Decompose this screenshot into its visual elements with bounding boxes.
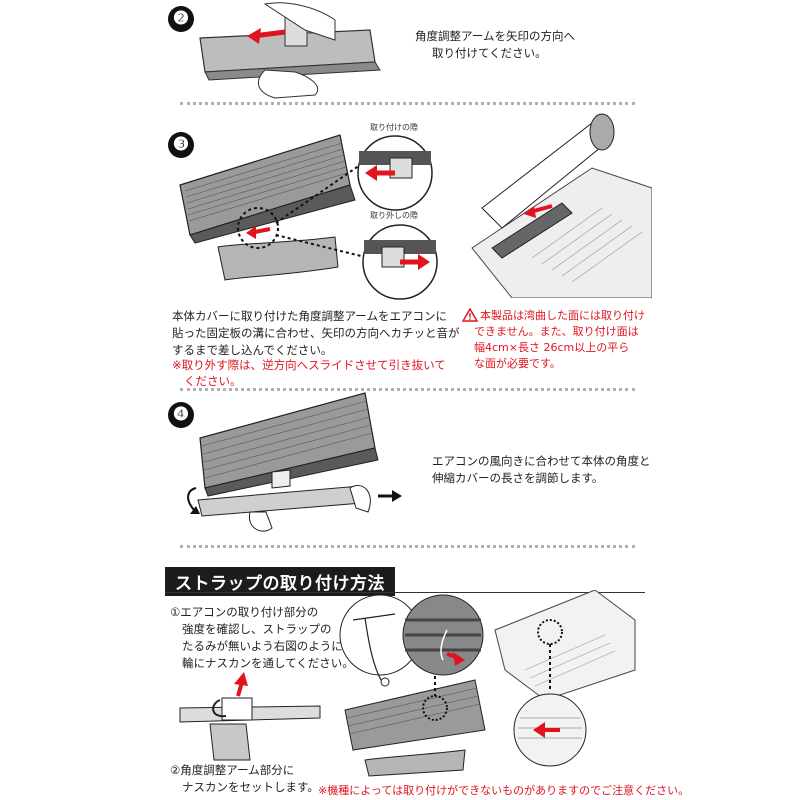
step-3-line-3: するまで差し込んでください。 (172, 343, 333, 357)
strap-section-title: ストラップの取り付け方法 (165, 567, 395, 596)
warning-line-1: 本製品は湾曲した面には取り付け (480, 309, 645, 322)
step-2-line-2: 取り付けてください。 (432, 46, 547, 60)
strap-step-2-line-1: ②角度調整アーム部分に (170, 763, 295, 777)
warning-line-3: 幅4cm×長さ 26cm以上の平ら (474, 341, 630, 354)
step-2-illustration (199, 2, 381, 99)
step-4-line-1: エアコンの風向きに合わせて本体の角度と (432, 454, 651, 468)
divider-2 (180, 388, 635, 391)
step-4-line-2: 伸縮カバーの長さを調節します。 (432, 471, 604, 485)
warning-line-4: な面が必要です。 (474, 357, 561, 370)
strap-footnote: ※機種によっては取り付けができないものがありますのでご注意ください。 (318, 784, 690, 797)
step-3-number: ❸ (168, 132, 194, 158)
step-4-number: ❹ (168, 402, 194, 428)
label-attach: 取り付けの際 (370, 123, 418, 132)
label-detach: 取り外しの際 (370, 211, 418, 220)
strap-step-2-line-2: ナスカンをセットします。 (182, 780, 319, 794)
strap-main-illustration (339, 590, 636, 777)
strap-hook-illustration (179, 672, 321, 761)
strap-step-1-line-4: 輪にナスカンを通してください。 (182, 656, 354, 670)
warning-triangle-icon (462, 308, 478, 322)
step-3-aircon-illustration (179, 134, 366, 281)
warning-line-2: できません。また、取り付け面は (474, 325, 639, 338)
ceiling-cassette-illustration (471, 113, 652, 298)
step-4-illustration (187, 392, 402, 532)
step-3-line-2: 貼った固定板の溝に合わせ、矢印の方向へカチッと音が (172, 326, 460, 340)
divider-1 (180, 102, 635, 105)
strap-step-1-line-2: 強度を確認し、ストラップの (182, 622, 332, 636)
step-3-note-line-1: ※取り外す際は、逆方向へスライドさせて引き抜いて (172, 358, 446, 372)
detach-detail-circle (362, 224, 438, 300)
divider-3 (180, 545, 635, 548)
step-2-line-1: 角度調整アームを矢印の方向へ (415, 29, 575, 43)
strap-step-1-line-3: たるみが無いよう右図のように (182, 639, 343, 653)
step-3-line-1: 本体カバーに取り付けた角度調整アームをエアコンに (172, 309, 447, 323)
strap-step-1-line-1: ①エアコンの取り付け部分の (170, 605, 319, 619)
strap-title-underline (165, 592, 645, 593)
step-2-number: ❷ (168, 6, 194, 32)
step-3-note-line-2: ください。 (184, 374, 242, 388)
attach-detail-circle (357, 135, 433, 211)
